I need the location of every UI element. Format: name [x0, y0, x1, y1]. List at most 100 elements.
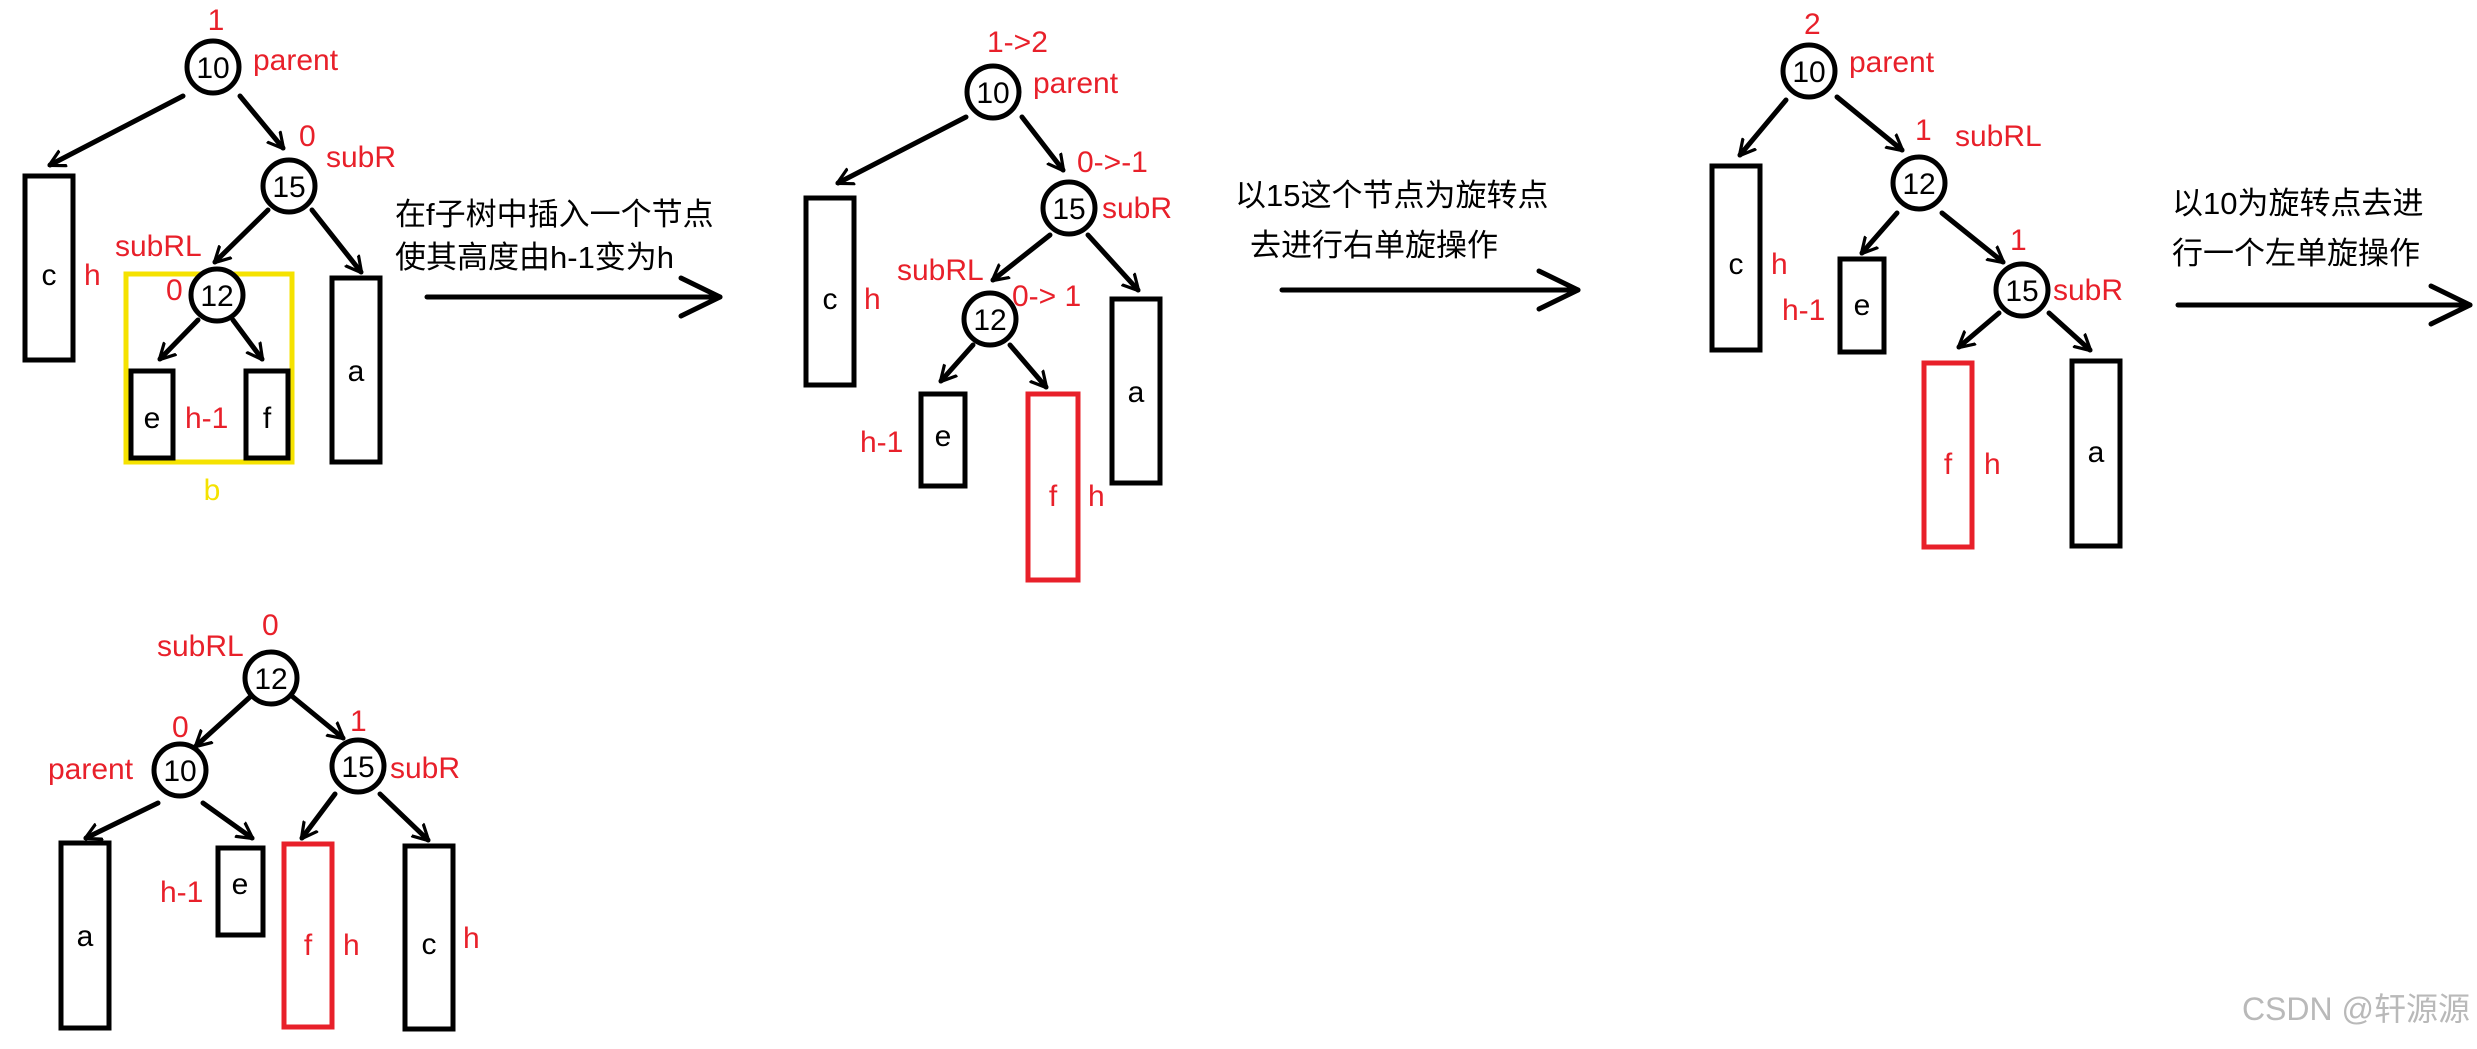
subRL-tag: subRL [1955, 120, 2042, 153]
node-10-value: 10 [196, 52, 229, 85]
subtree-c-height: h [463, 922, 480, 955]
subtree-f [243, 368, 291, 461]
subtree-c-height: h [864, 283, 881, 316]
node-10-value: 10 [1792, 56, 1825, 89]
note-2-line-2: 去进行右单旋操作 [1250, 228, 1498, 263]
subtree-f-height: h [1984, 448, 2001, 481]
parent-tag: parent [1849, 46, 1935, 79]
edge-10-to-15 [1019, 114, 1066, 173]
edge-10-to-c [835, 114, 969, 186]
subtree-c [803, 195, 857, 388]
node-10-parent [1780, 42, 1838, 100]
subtree-a [58, 840, 112, 1031]
subtree-c [1709, 163, 1763, 353]
edge-12-to-15 [290, 694, 346, 741]
step-3-after-right-rotation: 10 12 15 c e f a 2 parent 1 subRL 1 subR… [1709, 8, 2123, 550]
subtree-c-label: c [422, 928, 437, 961]
edge-15-to-f [1956, 310, 2002, 350]
transition-note-2: 以15这个节点为旋转点 去进行右单旋操作 [1235, 178, 1581, 312]
node-12-value: 12 [1902, 168, 1935, 201]
node-12-subRL [188, 266, 246, 324]
edge-10-to-c [47, 93, 186, 168]
subR-balance-factor: 0->-1 [1077, 146, 1148, 179]
parent-tag: parent [1033, 67, 1119, 100]
edge-12-to-f [230, 317, 265, 362]
edge-15-to-a [309, 207, 364, 275]
parent-balance-factor: 2 [1804, 8, 1821, 41]
node-15-value: 15 [2005, 275, 2038, 308]
node-12-value: 12 [200, 280, 233, 313]
subtree-f-label: f [263, 402, 272, 435]
step-4-after-left-rotation: 12 10 15 a e f c subRL 0 0 parent 1 subR… [48, 609, 480, 1032]
note-1-line-2: 使其高度由h-1变为h [395, 240, 674, 275]
subtree-e-height: h-1 [860, 426, 903, 459]
subtree-c [22, 173, 76, 363]
subtree-c-label: c [42, 259, 57, 292]
subRL-tag: subRL [115, 230, 202, 263]
subtree-e [128, 368, 176, 461]
subtree-a-label: a [1128, 376, 1145, 409]
subtree-f-grown [1025, 391, 1081, 583]
subtree-e-label: e [232, 868, 249, 901]
parent-tag: parent [253, 44, 339, 77]
step-2-after-insert: 10 15 12 c e f a 1->2 parent 0->-1 subR … [803, 26, 1172, 583]
node-10-parent [151, 741, 209, 799]
transition-note-1: 在f子树中插入一个节点 使其高度由h-1变为h [395, 197, 723, 319]
edge-15-to-f [299, 791, 338, 841]
subtree-e [1837, 256, 1887, 355]
step-1-initial-tree: 10 15 12 c e f a 1 parent 0 subR subRL 0… [22, 4, 396, 507]
edge-15-to-12 [212, 207, 271, 265]
transition-arrow-2-head [1536, 268, 1581, 312]
root-tag: subRL [157, 630, 244, 663]
edge-12-to-10 [193, 694, 253, 749]
subtree-e-label: e [1854, 289, 1871, 322]
subtree-a-label: a [348, 355, 365, 388]
note-1-line-1: 在f子树中插入一个节点 [395, 197, 714, 232]
parent-tag: parent [48, 753, 134, 786]
subtree-f-height: h [1088, 480, 1105, 513]
subR-tag: subR [2053, 274, 2123, 307]
subtree-f-grown [1921, 360, 1975, 550]
edge-12-to-e [1859, 210, 1900, 256]
subtree-c [402, 843, 456, 1032]
subtree-c-label: c [1729, 248, 1744, 281]
edge-15-to-a [1085, 232, 1141, 293]
edge-12-to-e [938, 342, 976, 384]
subtree-a [329, 275, 383, 465]
edge-10-to-e [200, 800, 255, 841]
subtree-c-height: h [1771, 248, 1788, 281]
edge-10-to-12 [1834, 94, 1905, 153]
subtree-f-label: f [304, 929, 313, 962]
subtree-c-label: c [823, 283, 838, 316]
subR-tag: subR [326, 141, 396, 174]
node-10-value: 10 [976, 77, 1009, 110]
node-15-subR [329, 737, 387, 795]
node-10-value: 10 [163, 755, 196, 788]
node-15-subR [1993, 261, 2051, 319]
node-15-subR [1040, 179, 1098, 237]
transition-note-3: 以10为旋转点去进 行一个左单旋操作 [2172, 186, 2473, 327]
subtree-a [2069, 358, 2123, 549]
edge-15-to-c [377, 791, 431, 843]
edge-12-to-15 [1939, 210, 2006, 265]
subtree-e-label: e [144, 402, 161, 435]
subtree-b-label: b [204, 474, 221, 507]
edge-12-to-e [157, 317, 201, 362]
edge-15-to-a [2046, 310, 2093, 353]
node-12-subRL [961, 290, 1019, 348]
subtree-ef-height: h-1 [185, 402, 228, 435]
parent-balance-factor: 1 [208, 4, 225, 37]
subtree-f-label: f [1049, 480, 1058, 513]
subR-balance-factor: 0 [299, 120, 316, 153]
edge-10-to-a [83, 800, 161, 838]
node-15-subR [260, 157, 318, 215]
subR-tag: subR [390, 752, 460, 785]
subR-balance-factor: 1 [350, 705, 367, 738]
node-12-root [242, 649, 300, 707]
subtree-a [1109, 296, 1163, 486]
parent-balance-factor: 1->2 [987, 26, 1048, 59]
node-12-subRL [1890, 154, 1948, 212]
node-12-value: 12 [973, 304, 1006, 337]
subtree-a-label: a [77, 920, 94, 953]
